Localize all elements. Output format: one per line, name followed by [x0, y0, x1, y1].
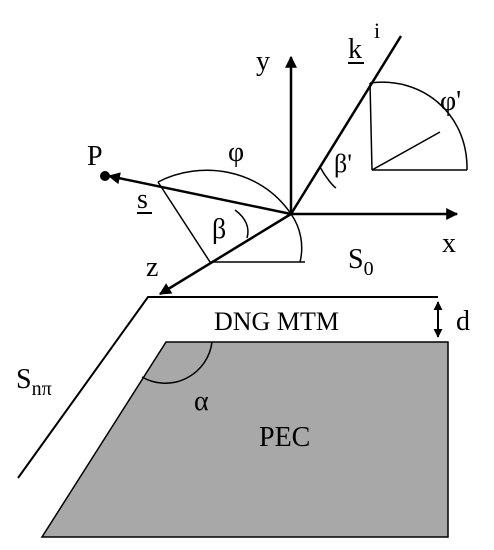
alpha-arc — [141, 341, 213, 384]
phi-prime-arc — [369, 81, 468, 171]
surface-s0-label: S0 — [348, 244, 374, 280]
z-axis-label: z — [146, 252, 158, 283]
phi-prime-label: φ' — [440, 86, 461, 117]
observation-point-label: P — [87, 141, 103, 172]
observation-point-dot — [100, 171, 110, 181]
pec-label: PEC — [259, 422, 310, 453]
beta-prime-label: β' — [334, 149, 352, 178]
beta-arc — [234, 209, 249, 239]
scattered-cone-generator — [157, 181, 211, 263]
phi-label: φ — [228, 137, 244, 168]
y-axis-label: y — [256, 46, 270, 77]
incident-vector-superscript: i — [374, 18, 380, 43]
scattered-direction-line — [107, 172, 292, 216]
coating-label: DNG MTM — [214, 307, 339, 336]
incident-cone-radius — [371, 131, 441, 171]
beta-prime-arc — [319, 166, 337, 189]
scattered-vector-label: s — [137, 184, 148, 215]
phi-arc — [157, 169, 292, 215]
pec-region — [40, 341, 449, 538]
incident-direction-line — [289, 35, 403, 215]
coating-outer-surface — [17, 296, 438, 479]
x-axis-label: x — [442, 228, 456, 259]
beta-label: β — [212, 214, 226, 245]
incident-vector-label: k — [348, 34, 362, 65]
incident-cone-generator — [369, 82, 373, 171]
z-axis — [158, 212, 292, 296]
surface-snpi-label: Snπ — [16, 364, 52, 400]
thickness-label: d — [456, 306, 470, 337]
alpha-label: α — [194, 386, 209, 417]
scattered-cone-edge-arc — [290, 213, 303, 263]
